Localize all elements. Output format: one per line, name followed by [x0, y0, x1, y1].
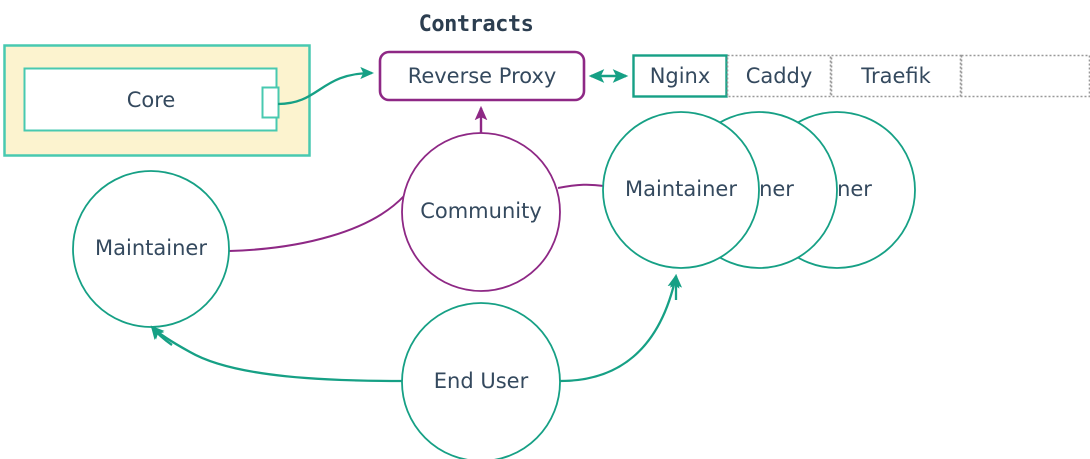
core-inner-rect: [23, 67, 278, 132]
edge-core-to-proxy: [277, 66, 375, 106]
community-label: Community: [420, 199, 542, 223]
maintainer-right-1-label: Maintainer: [625, 177, 737, 201]
maintainer-right-1[interactable]: Maintainer: [602, 111, 760, 269]
edge-community-to-maintainer-right: [557, 183, 605, 189]
core-group-box[interactable]: Core: [3, 44, 311, 157]
edge-enduser-to-maintainer-left-head: [150, 325, 173, 346]
option-cell-traefik-label: Traefik: [860, 64, 931, 88]
core-label: Core: [127, 88, 176, 112]
edge-enduser-to-maintainer-left: [150, 325, 403, 383]
reverse-proxy-node[interactable]: Reverse Proxy: [378, 50, 586, 102]
option-cell-empty[interactable]: [960, 54, 1090, 98]
option-cell-caddy-label: Caddy: [746, 64, 813, 88]
core-resize-handle[interactable]: [261, 86, 280, 119]
edge-enduser-to-maintainer-right: [559, 273, 680, 383]
end-user-circle[interactable]: [401, 302, 561, 459]
contracts-title: Contracts: [419, 12, 534, 37]
maintainer-left[interactable]: Maintainer: [72, 170, 230, 328]
edge-community-to-maintainer-left: [228, 195, 405, 252]
maintainer-left-label: Maintainer: [95, 236, 207, 260]
community-circle[interactable]: [401, 132, 561, 292]
community-node[interactable]: Community: [401, 132, 561, 292]
proxy-option-cells[interactable]: Nginx Caddy Traefik: [632, 54, 1090, 98]
end-user-node[interactable]: End User: [401, 302, 561, 459]
reverse-proxy-box[interactable]: [378, 50, 586, 102]
option-cell-traefik[interactable]: [830, 54, 962, 98]
reverse-proxy-label: Reverse Proxy: [408, 64, 557, 88]
option-cell-caddy[interactable]: [726, 54, 832, 98]
end-user-label: End User: [434, 369, 529, 393]
option-cell-nginx-label: Nginx: [650, 64, 711, 88]
maintainer-right-1-circle[interactable]: [602, 111, 760, 269]
option-cell-nginx[interactable]: [632, 54, 728, 98]
